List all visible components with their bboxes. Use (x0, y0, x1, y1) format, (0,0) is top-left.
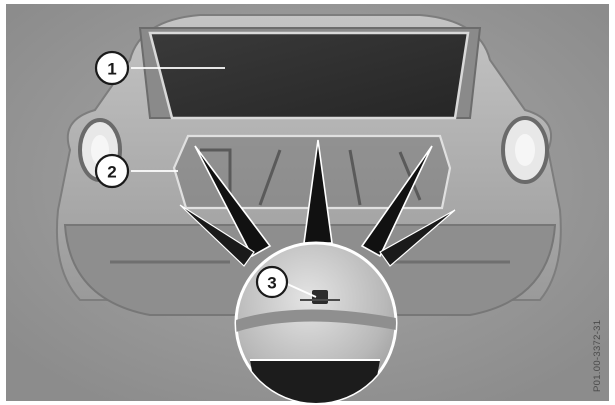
callout-1-label: 1 (107, 60, 116, 79)
callout-3-label: 3 (267, 274, 276, 293)
zoom-detail (236, 243, 396, 405)
parcel-shelf-panel (150, 33, 468, 118)
tail-light-right-lens (515, 134, 535, 166)
figure-reference-code: P01.00-3372-31 (592, 320, 603, 392)
callout-2-label: 2 (107, 163, 116, 182)
